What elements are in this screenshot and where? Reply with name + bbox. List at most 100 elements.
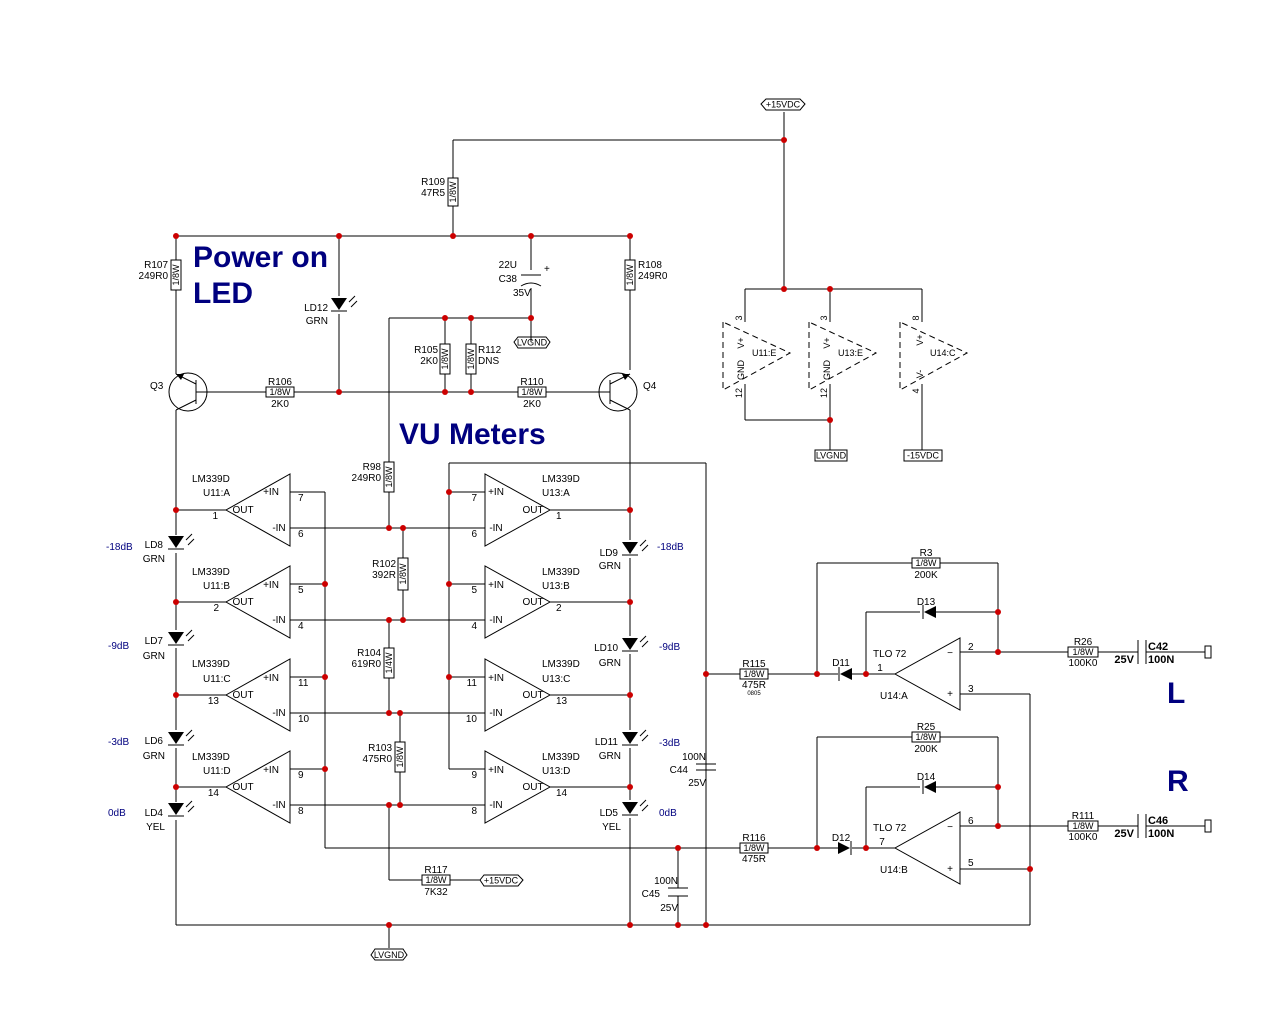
svg-text:LD10: LD10 [594, 643, 618, 654]
wires [175, 112, 1205, 948]
svg-text:1/8W: 1/8W [1072, 647, 1094, 657]
svg-text:LM339D: LM339D [542, 659, 580, 670]
svg-text:1/8W: 1/8W [425, 875, 447, 885]
svg-text:25V: 25V [660, 903, 678, 914]
svg-text:LD7: LD7 [145, 636, 164, 647]
svg-text:C46: C46 [1148, 815, 1168, 827]
svg-text:GND: GND [822, 360, 832, 381]
svg-text:6: 6 [298, 529, 304, 540]
svg-text:10: 10 [466, 714, 478, 725]
svg-text:1/4W: 1/4W [384, 652, 394, 674]
svg-text:U14:A: U14:A [880, 691, 908, 702]
svg-text:+: + [947, 689, 953, 700]
svg-text:3: 3 [734, 315, 744, 320]
svg-text:+IN: +IN [488, 487, 504, 498]
svg-text:DNS: DNS [478, 356, 499, 367]
led-ld11: LD11 GRN -3dB [595, 729, 680, 762]
svg-text:-9dB: -9dB [659, 642, 680, 653]
power-unit-u13e: U13:E V+ GND 3 12 [808, 315, 878, 398]
svg-text:200K: 200K [914, 744, 938, 755]
power-unit-u14c: U14:C V+ V- 8 4 [899, 315, 969, 394]
svg-text:R105: R105 [414, 345, 438, 356]
junction-dots [173, 137, 1033, 928]
svg-text:R3: R3 [920, 548, 933, 559]
svg-text:1/8W: 1/8W [384, 466, 394, 488]
power-flag-p15-r117: +15VDC [479, 874, 524, 887]
led-ld8: LD8 GRN -18dB [106, 533, 195, 565]
transistor-q4: Q4 [598, 372, 657, 412]
svg-text:OUT: OUT [232, 690, 253, 701]
resistor-r3: R3 1/8W 200K [911, 548, 941, 581]
svg-text:-3dB: -3dB [108, 737, 129, 748]
svg-text:9: 9 [298, 770, 304, 781]
svg-text:-IN: -IN [272, 708, 285, 719]
svg-text:100N: 100N [682, 752, 706, 763]
resistor-r117: R117 1/8W 7K32 [421, 865, 451, 898]
svg-text:1: 1 [877, 663, 883, 674]
svg-text:C42: C42 [1148, 641, 1168, 653]
svg-text:4: 4 [298, 621, 304, 632]
resistor-r26: R26 1/8W 100K0 [1067, 637, 1099, 669]
svg-text:+: + [947, 864, 953, 875]
svg-text:LVGND: LVGND [374, 950, 405, 960]
svg-text:LM339D: LM339D [542, 752, 580, 763]
svg-text:R98: R98 [363, 462, 382, 473]
svg-text:-18dB: -18dB [657, 542, 684, 553]
power-flag-gnd-c38: LVGND [513, 336, 551, 349]
comparator-u11d: LM339D U11:D +IN -IN OUT 14 9 8 [192, 750, 304, 824]
svg-text:U14:B: U14:B [880, 865, 908, 876]
svg-text:R107: R107 [144, 260, 168, 271]
svg-text:0dB: 0dB [659, 808, 677, 819]
comparator-u11a: LM339D U11:A +IN -IN OUT 1 7 6 [192, 473, 304, 547]
led-ld10: LD10 GRN -9dB [594, 635, 680, 669]
svg-text:-18dB: -18dB [106, 542, 133, 553]
svg-text:+IN: +IN [263, 673, 279, 684]
svg-text:4: 4 [911, 388, 921, 393]
svg-text:200K: 200K [914, 570, 938, 581]
svg-text:OUT: OUT [522, 505, 543, 516]
svg-text:1/8W: 1/8W [269, 387, 291, 397]
power-flag-gnd-bottom: LVGND [370, 948, 408, 961]
svg-text:+IN: +IN [263, 580, 279, 591]
svg-text:-IN: -IN [489, 708, 502, 719]
svg-text:-9dB: -9dB [108, 641, 129, 652]
capacitor-c45: 100N C45 25V [642, 876, 688, 914]
opamp-u14a: − + TLO 72 1 U14:A 2 3 [873, 637, 974, 711]
svg-text:U11:D: U11:D [203, 766, 231, 777]
svg-text:U13:B: U13:B [542, 581, 570, 592]
led-heading: LED [193, 277, 253, 310]
svg-text:8: 8 [471, 806, 477, 817]
diode-d12: D12 [832, 833, 852, 855]
opamp-u14b: − + TLO 72 7 U14:B 6 5 [873, 811, 974, 885]
svg-text:100N: 100N [1148, 654, 1174, 666]
diode-d11: D11 [832, 658, 852, 681]
capacitor-c46: C46 100N 25V [1114, 814, 1212, 840]
svg-text:8: 8 [911, 315, 921, 320]
svg-text:+15VDC: +15VDC [484, 876, 519, 886]
svg-text:U11:A: U11:A [203, 488, 230, 499]
led-ld12: LD12 GRN [304, 295, 358, 327]
svg-text:1/8W: 1/8W [521, 387, 543, 397]
svg-text:GRN: GRN [143, 651, 165, 662]
svg-text:13: 13 [556, 696, 568, 707]
comparator-u13c: LM339D U13:C +IN -IN OUT 13 11 10 [466, 658, 580, 732]
svg-text:-15VDC: -15VDC [907, 451, 940, 461]
svg-text:LM339D: LM339D [542, 567, 580, 578]
svg-text:475R: 475R [742, 854, 766, 865]
svg-text:R104: R104 [357, 648, 381, 659]
svg-text:25V: 25V [1114, 654, 1134, 666]
svg-text:2: 2 [213, 603, 219, 614]
svg-text:25V: 25V [688, 778, 706, 789]
svg-text:LD5: LD5 [600, 808, 619, 819]
svg-text:LD9: LD9 [600, 548, 619, 559]
svg-text:GND: GND [736, 360, 746, 381]
svg-text:1/8W: 1/8W [625, 264, 635, 286]
svg-text:R110: R110 [520, 377, 544, 388]
svg-text:1: 1 [212, 511, 218, 522]
svg-text:1/8W: 1/8W [395, 746, 405, 768]
svg-text:LM339D: LM339D [192, 567, 230, 578]
svg-text:475R0: 475R0 [363, 754, 393, 765]
svg-text:LM339D: LM339D [192, 752, 230, 763]
svg-text:OUT: OUT [522, 597, 543, 608]
